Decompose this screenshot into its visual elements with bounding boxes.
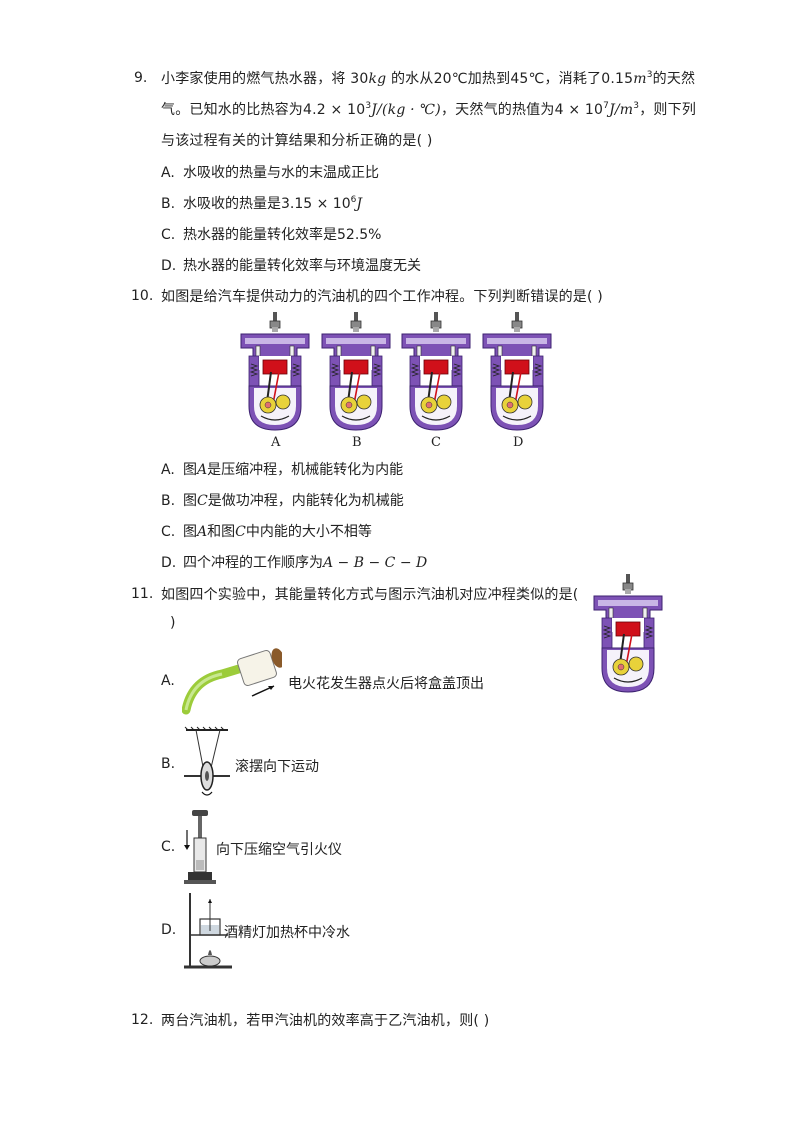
option-a[interactable]: A.: [161, 673, 183, 689]
option-text: 水吸收的热量与水的末温成正比: [183, 165, 379, 181]
option-d[interactable]: D. 热水器的能量转化效率与环境温度无关: [161, 255, 421, 275]
stem-text: 小李家使用的燃气热水器，将 30: [161, 71, 369, 87]
option-label: A.: [161, 165, 175, 181]
stem-text: ，则下列: [639, 102, 697, 118]
exponent: 3: [365, 101, 372, 111]
option-a[interactable]: A. 水吸收的热量与水的末温成正比: [161, 162, 379, 182]
option-label: C.: [161, 227, 176, 243]
math-var: C: [197, 493, 208, 509]
exponent: 3: [646, 70, 653, 80]
option-text: 热水器的能量转化效率是52.5%: [183, 227, 382, 243]
option-label: B.: [161, 493, 176, 509]
option-text: 是压缩冲程，机械能转化为内能: [207, 462, 404, 478]
question-stem-line: 如图四个实验中，其能量转化方式与图示汽油机对应冲程类似的是(: [161, 587, 579, 603]
option-text: 图: [183, 462, 197, 478]
question-stem-line: ): [170, 615, 176, 631]
engine-label-b: B: [352, 435, 362, 450]
exponent: 3: [633, 101, 640, 111]
math-var: A: [197, 462, 208, 478]
option-text: 中内能的大小不相等: [245, 524, 372, 540]
spark-generator-figure: [182, 648, 282, 715]
question-stem-line: 小李家使用的燃气热水器，将 30kg 的水从20℃加热到45℃，消耗了0.15m…: [161, 68, 695, 88]
option-b[interactable]: B. 图C是做功冲程，内能转化为机械能: [161, 490, 404, 510]
unit: m: [633, 71, 647, 87]
stem-text: 的天然: [652, 71, 696, 87]
engine-stroke-d-figure: [482, 312, 552, 431]
option-text: 是做功冲程，内能转化为机械能: [207, 493, 404, 509]
option-caption: 向下压缩空气引火仪: [216, 842, 342, 858]
exponent: 7: [603, 101, 610, 111]
unit: J/(kg · ℃): [371, 102, 441, 118]
engine-label-a: A: [271, 435, 281, 450]
maxwell-wheel-figure: [184, 726, 230, 796]
option-label: B.: [161, 756, 176, 772]
option-d[interactable]: D.: [161, 922, 183, 938]
engine-stroke-a-figure: [240, 312, 310, 431]
option-label: D.: [161, 922, 177, 938]
option-text: 图: [183, 524, 197, 540]
option-label: D.: [161, 258, 177, 274]
engine-stroke-c-figure: [401, 312, 471, 431]
option-label: B.: [161, 196, 176, 212]
option-c[interactable]: C. 热水器的能量转化效率是52.5%: [161, 224, 381, 244]
question-stem-line: 与该过程有关的计算结果和分析正确的是( ): [161, 133, 433, 149]
option-label: A.: [161, 462, 175, 478]
option-a[interactable]: A. 图A是压缩冲程，机械能转化为内能: [161, 459, 403, 479]
unit: J: [356, 196, 362, 212]
option-label: C.: [161, 524, 176, 540]
question-number: 11.: [131, 586, 154, 602]
question-number: 10.: [131, 288, 154, 304]
exponent: 6: [350, 195, 357, 205]
option-text: 图: [183, 493, 197, 509]
engine-stroke-b-figure: [321, 312, 391, 431]
air-compression-lighter-figure: [184, 810, 216, 884]
option-label: C.: [161, 839, 176, 855]
option-caption: 滚摆向下运动: [235, 759, 319, 775]
question-stem-line: 两台汽油机，若甲汽油机的效率高于乙汽油机，则( ): [161, 1013, 490, 1029]
math-var: C: [235, 524, 246, 540]
engine-reference-figure: [593, 574, 663, 693]
option-text: 水吸收的热量是3.15 × 10: [183, 196, 351, 212]
engine-label-c: C: [431, 435, 441, 450]
stem-text: 的水从20℃加热到45℃，消耗了0.15: [386, 71, 634, 87]
option-caption: 电火花发生器点火后将盒盖顶出: [288, 676, 484, 692]
option-text: 热水器的能量转化效率与环境温度无关: [183, 258, 421, 274]
stem-text: ，天然气的热值为4 × 10: [440, 102, 604, 118]
option-b[interactable]: B. 水吸收的热量是3.15 × 106J: [161, 193, 362, 213]
unit: J/m: [609, 102, 634, 118]
question-number: 9.: [134, 70, 148, 86]
option-label: D.: [161, 555, 177, 571]
stem-text: 气。已知水的比热容为4.2 × 10: [161, 102, 366, 118]
option-text: 和图: [207, 524, 236, 540]
question-stem-line: 如图是给汽车提供动力的汽油机的四个工作冲程。下列判断错误的是( ): [161, 289, 603, 305]
option-b[interactable]: B.: [161, 756, 183, 772]
option-text: 四个冲程的工作顺序为: [183, 555, 323, 571]
alcohol-lamp-beaker-figure: [184, 893, 232, 969]
option-d[interactable]: D. 四个冲程的工作顺序为A − B − C − D: [161, 552, 427, 572]
option-c[interactable]: C.: [161, 839, 183, 855]
engine-label-d: D: [513, 435, 524, 450]
option-caption: 酒精灯加热杯中冷水: [224, 925, 350, 941]
math-var: A: [197, 524, 208, 540]
question-number: 12.: [131, 1012, 154, 1028]
option-c[interactable]: C. 图A和图C中内能的大小不相等: [161, 521, 372, 541]
question-stem-line: 气。已知水的比热容为4.2 × 103J/(kg · ℃)，天然气的热值为4 ×…: [161, 99, 696, 119]
unit: kg: [368, 71, 387, 87]
math-var: A − B − C − D: [323, 555, 428, 571]
option-label: A.: [161, 673, 175, 689]
